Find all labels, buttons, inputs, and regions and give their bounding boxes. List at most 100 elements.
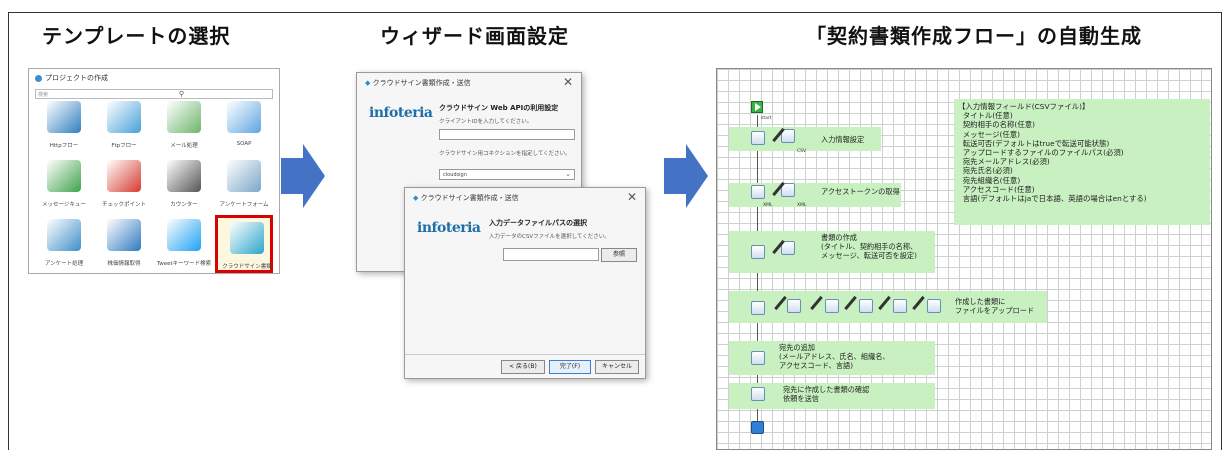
search-icon: ⚲ xyxy=(178,90,184,98)
dialog-title: クラウドサイン書類作成・送信 xyxy=(372,79,471,87)
template-tile-label: アンケートフォーム xyxy=(219,202,269,208)
step-label-upload-file: 作成した書類に ファイルをアップロード xyxy=(955,297,1035,315)
http-node-icon[interactable] xyxy=(893,299,907,313)
template-tile[interactable]: Tweetキーワード検索 xyxy=(155,215,213,273)
http-node-icon[interactable] xyxy=(751,351,765,365)
client-id-prompt: クライアントIDを入力してください。 xyxy=(439,119,533,125)
cloudsign-icon xyxy=(230,222,264,254)
heading-flow-generation: 「契約書類作成フロー」の自動生成 xyxy=(806,24,1142,48)
step-label-input-settings: 入力情報設定 xyxy=(821,135,865,144)
template-tile-label: メール処理 xyxy=(170,143,198,149)
ftp-icon xyxy=(107,101,141,133)
template-tile-label: SOAP xyxy=(236,141,252,147)
dialog-heading: 入力データファイルパスの選択 xyxy=(489,219,587,227)
file-path-input[interactable] xyxy=(503,248,599,261)
stock-chart-icon xyxy=(107,219,141,251)
xml-node-icon[interactable] xyxy=(781,183,795,197)
http-node-icon[interactable] xyxy=(825,299,839,313)
csv-file-prompt: 入力データのCSVファイルを選択してください。 xyxy=(489,234,610,240)
step-label-add-recipient: 宛先の追加 (メールアドレス、氏名、組織名、 アクセスコード、言語) xyxy=(779,343,890,370)
template-tile-label: 株価情報取得 xyxy=(107,261,141,267)
step-label-send-request: 宛先に作成した書類の確認 依頼を送信 xyxy=(783,385,870,403)
xml-tag: XML xyxy=(797,203,807,208)
http-node-icon[interactable] xyxy=(859,299,873,313)
http-node-icon[interactable] xyxy=(751,245,765,259)
browse-button[interactable]: 参照 xyxy=(601,248,637,262)
file-node-icon[interactable] xyxy=(927,299,941,313)
chevron-down-icon: ⌄ xyxy=(565,170,571,178)
dialog-title: クラウドサイン書類作成・送信 xyxy=(420,194,519,202)
app-icon: ◆ xyxy=(413,194,419,202)
input-fields-info-text: 【入力情報フィールド(CSVファイル)】 タイトル(任意) 契約相手の名称(任意… xyxy=(958,102,1147,204)
step-label-access-token: アクセストークンの取得 xyxy=(821,187,900,196)
close-icon[interactable]: ✕ xyxy=(626,190,637,204)
heading-wizard-setup: ウィザード画面設定 xyxy=(380,24,569,48)
template-tile-label: Tweetキーワード検索 xyxy=(156,261,212,267)
project-create-window: プロジェクトの作成 検索 ⚲ Httpフロー Ftpフロー メール処理 SOAP メッセ… xyxy=(28,68,280,274)
dialog-title-bar: ◆ クラウドサイン書類作成・送信 ✕ xyxy=(357,73,581,93)
template-tile[interactable]: アンケートフォーム xyxy=(215,156,273,214)
template-tile[interactable]: Httpフロー xyxy=(35,97,93,155)
app-icon: ◆ xyxy=(365,79,371,87)
cancel-button[interactable]: キャンセル xyxy=(595,360,639,374)
template-tile-label: Ftpフロー xyxy=(111,143,137,149)
template-tile[interactable]: メッセージキュー xyxy=(35,156,93,214)
input-fields-info-box: 【入力情報フィールド(CSVファイル)】 タイトル(任意) 契約相手の名称(任意… xyxy=(954,99,1210,225)
template-tile[interactable]: Ftpフロー xyxy=(95,97,153,155)
loop-node-icon[interactable] xyxy=(751,301,765,315)
template-tile[interactable]: アンケート処理 xyxy=(35,215,93,273)
soap-icon xyxy=(227,101,261,133)
template-tile[interactable]: メール処理 xyxy=(155,97,213,155)
heading-template-select: テンプレートの選択 xyxy=(42,24,231,48)
footer-divider xyxy=(405,354,645,355)
arrow-right-icon xyxy=(281,144,325,208)
finish-button[interactable]: 完了(F) xyxy=(549,360,591,374)
template-tile[interactable]: 株価情報取得 xyxy=(95,215,153,273)
form-icon xyxy=(227,160,261,192)
template-tile-label: メッセージキュー xyxy=(42,202,86,208)
counter-icon xyxy=(167,160,201,192)
infoteria-logo: infoteria xyxy=(417,220,481,236)
xml-node-icon[interactable] xyxy=(781,241,795,255)
back-button[interactable]: < 戻る(B) xyxy=(501,360,545,374)
window-title-bar: プロジェクトの作成 xyxy=(29,69,279,87)
csv-tag: CSV xyxy=(797,149,807,154)
step-label-create-document: 書類の作成 (タイトル、契約相手の名称、 メッセージ、転送可否を設定) xyxy=(821,233,918,260)
template-tile-label: クラウドサイン書類 xyxy=(222,264,272,270)
template-search-input[interactable]: 検索 ⚲ xyxy=(35,89,273,99)
window-title: プロジェクトの作成 xyxy=(45,74,108,82)
twitter-bird-icon xyxy=(167,219,201,251)
end-node-icon[interactable] xyxy=(751,421,764,434)
template-tile[interactable]: カウンター xyxy=(155,156,213,214)
flow-connector xyxy=(757,115,758,433)
connection-value: cloudsign xyxy=(443,172,467,178)
http-node-icon[interactable] xyxy=(751,387,765,401)
template-tile[interactable]: クラウドサイン書類 xyxy=(215,215,273,273)
http-node-icon[interactable] xyxy=(787,299,801,313)
start-play-icon xyxy=(755,103,761,111)
template-tile-label: カウンター xyxy=(170,202,198,208)
mail-icon xyxy=(167,101,201,133)
arrow-right-icon xyxy=(664,144,708,208)
flow-designer-canvas: start CSV 入力情報設定 XML XML アクセストークンの取得 書類の… xyxy=(716,68,1212,450)
client-id-input[interactable] xyxy=(439,129,575,140)
connection-prompt: クラウドサイン用コネクションを指定してください。 xyxy=(439,151,571,157)
template-tile[interactable]: チェックポイント xyxy=(95,156,153,214)
project-icon xyxy=(35,74,42,82)
dialog-title-bar: ◆ クラウドサイン書類作成・送信 ✕ xyxy=(405,188,645,208)
template-tile-label: Httpフロー xyxy=(49,143,79,149)
start-tag: start xyxy=(761,116,772,121)
list-icon xyxy=(47,219,81,251)
close-icon[interactable]: ✕ xyxy=(562,75,573,89)
template-tile-label: アンケート処理 xyxy=(44,261,84,267)
search-placeholder: 検索 xyxy=(38,92,49,98)
database-icon xyxy=(47,160,81,192)
template-tile[interactable]: SOAP xyxy=(215,97,273,155)
pushpin-icon xyxy=(107,160,141,192)
connection-select[interactable]: cloudsign ⌄ xyxy=(439,169,575,180)
csv-node-icon[interactable] xyxy=(781,129,795,143)
http-node-icon[interactable] xyxy=(751,185,765,199)
dialog-heading: クラウドサイン Web APIの利用設定 xyxy=(439,104,559,112)
variable-node-icon[interactable] xyxy=(751,131,765,145)
infoteria-logo: infoteria xyxy=(369,105,433,121)
